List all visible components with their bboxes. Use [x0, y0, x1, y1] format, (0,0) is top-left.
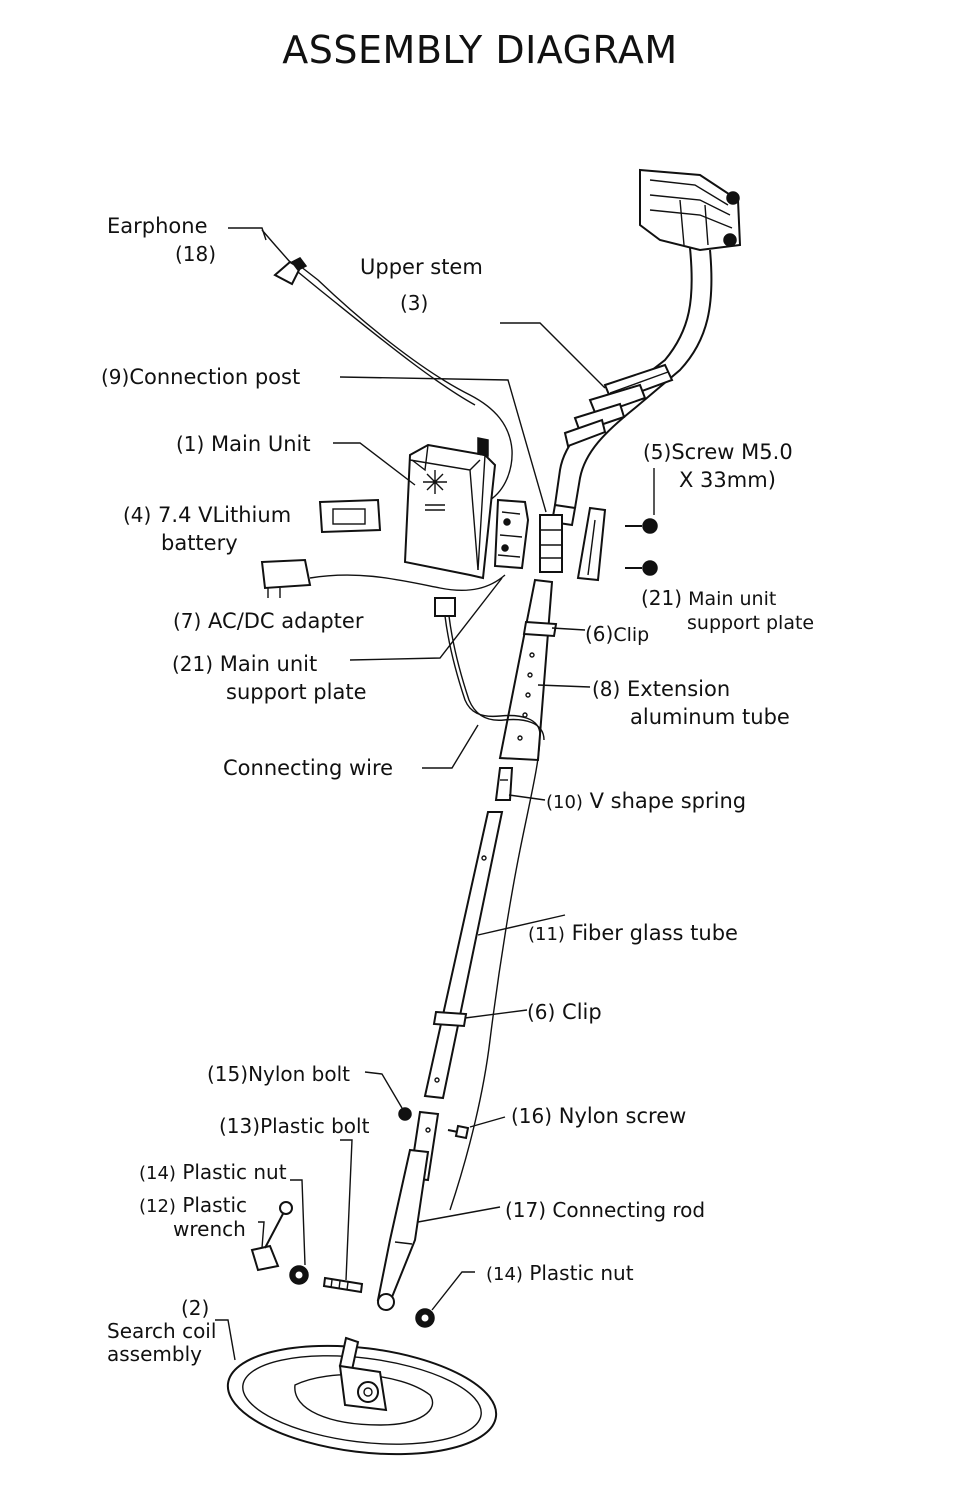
label-extension-tube: (8) Extension aluminum tube [592, 677, 790, 729]
label-connecting-wire: Connecting wire [223, 756, 394, 780]
plastic-bolt-drawing [322, 1276, 364, 1294]
v-spring-drawing [494, 767, 514, 801]
label-nylon-bolt: (15)Nylon bolt [207, 1062, 351, 1086]
support-plate-left-drawing [493, 498, 530, 570]
earphone-drawing [261, 229, 513, 501]
adapter-drawing [260, 558, 506, 598]
label-clip-mid: (6) Clip [527, 1000, 602, 1024]
label-upper-stem: Upper stem (3) [360, 255, 483, 315]
label-main-unit: (1) Main Unit [176, 432, 311, 456]
connecting-wire-drawing [434, 597, 545, 1211]
upper-stem-drawing [550, 168, 742, 527]
label-adapter: (7) AC/DC adapter [173, 609, 364, 633]
label-support-plate-right: (21) Main unit support plate [641, 586, 815, 634]
battery-drawing [318, 498, 382, 534]
nylon-bolt-drawing [398, 1107, 412, 1121]
label-support-plate-left: (21) Main unit support plate [172, 652, 367, 704]
label-wrench: (12) Plastic wrench [139, 1193, 247, 1241]
plastic-nut-left-drawing [289, 1265, 309, 1285]
search-coil-drawing [226, 1336, 498, 1456]
label-fiber-tube: (11) Fiber glass tube [528, 921, 738, 945]
fiber-tube-drawing [423, 811, 504, 1100]
label-nylon-screw: (16) Nylon screw [511, 1104, 687, 1128]
label-screw: (5)Screw M5.0 X 33mm) [643, 440, 793, 492]
label-connecting-rod: (17) Connecting rod [505, 1198, 706, 1222]
leader-lines [215, 227, 655, 1361]
plastic-nut-right-drawing [415, 1308, 435, 1328]
connecting-rod-drawing [376, 1110, 440, 1311]
screws-drawing [625, 518, 658, 576]
label-plastic-nut-right: (14) Plastic nut [486, 1261, 634, 1285]
extension-tube-drawing [498, 578, 558, 762]
wrench-drawing [250, 1201, 293, 1272]
label-battery: (4) 7.4 VLithium battery [123, 503, 292, 555]
label-v-spring: (10) V shape spring [546, 789, 747, 813]
label-search-coil: (2) Search coil assembly [107, 1296, 217, 1366]
snowflake-icon [423, 470, 447, 494]
diagram-title: ASSEMBLY DIAGRAM [282, 28, 678, 72]
connection-post-drawing [539, 514, 563, 573]
label-plastic-bolt: (13)Plastic bolt [219, 1114, 370, 1138]
label-earphone: Earphone (18) [107, 214, 217, 266]
label-clip-top: (6)Clip [585, 622, 650, 646]
main-unit-drawing [403, 437, 497, 580]
support-plate-right-drawing [576, 506, 607, 582]
label-plastic-nut-left: (14) Plastic nut [139, 1160, 287, 1184]
label-connection-post: (9)Connection post [101, 365, 301, 389]
nylon-screw-drawing [447, 1124, 470, 1140]
